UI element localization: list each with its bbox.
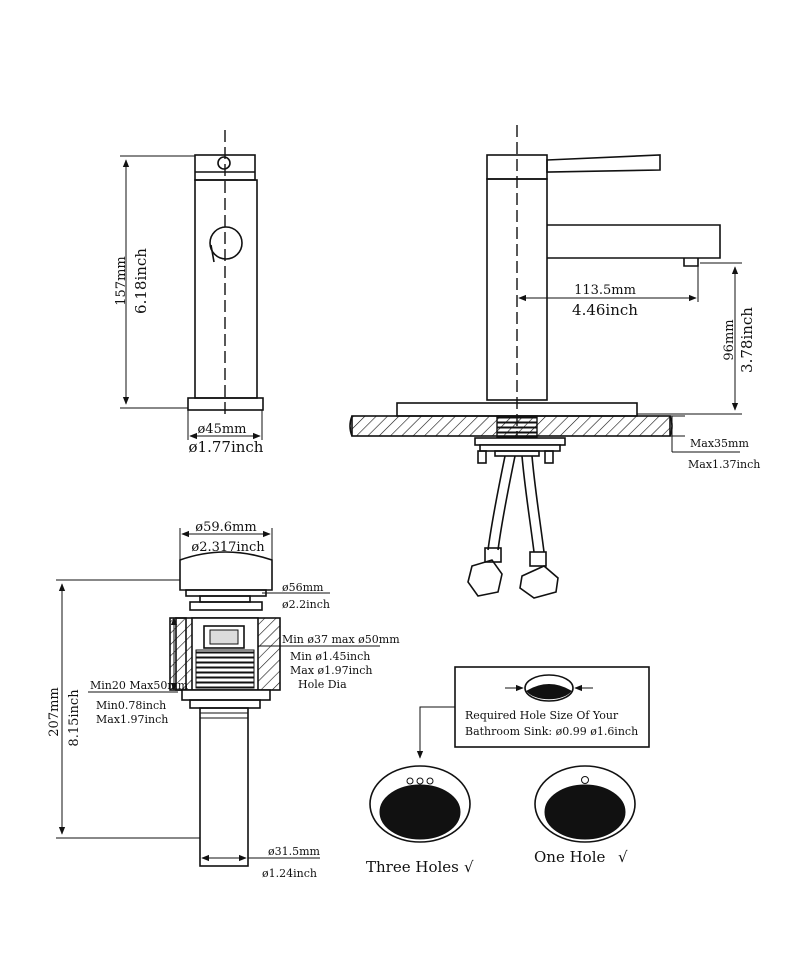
hole-size-note: Required Hole Size Of Your Bathroom Sink… — [416, 666, 650, 759]
base-diameter-inch-label: ø1.77inch — [189, 438, 264, 456]
thickness-mm-label: Min20 Max50mm — [90, 679, 189, 692]
drain-total-height-dimension: 207mm 8.15inch — [47, 579, 200, 839]
cap-diameter-mm-label: ø59.6mm — [195, 520, 256, 535]
cap-diameter-dimension: ø59.6mm ø2.317inch — [179, 520, 273, 560]
tail-diameter-inch-label: ø1.24inch — [262, 867, 317, 880]
hole-min-inch-label: Min ø1.45inch — [290, 650, 370, 663]
three-hole-sink: Three Holes √ — [366, 765, 474, 876]
hole-diameter-dimension: Min ø37 max ø50mm Min ø1.45inch Max ø1.9… — [258, 633, 400, 691]
hole-dia-label: Hole Dia — [298, 678, 347, 691]
flange-diameter-mm-label: ø56mm — [282, 581, 324, 594]
hole-range-mm-label: Min ø37 max ø50mm — [282, 633, 400, 646]
front-base-dimension: ø45mm ø1.77inch — [187, 410, 264, 456]
faucet-side-body — [486, 125, 721, 440]
pop-up-drain: ø59.6mm ø2.317inch ø56mm ø2.2inch Min ø3… — [47, 520, 400, 880]
deck-thickness-dimension: Max35mm Max1.37inch — [670, 415, 760, 471]
mounting-hardware — [474, 415, 566, 464]
drain-body-section — [169, 617, 281, 709]
basin-thickness-dimension: Min20 Max50mm Min0.78inch Max1.97inch — [88, 617, 189, 726]
base-diameter-mm-label: ø45mm — [197, 422, 246, 437]
three-holes-check-icon: √ — [464, 858, 474, 876]
drain-cap — [179, 551, 273, 611]
one-hole-label: One Hole — [534, 848, 606, 866]
three-holes-label: Three Holes — [366, 858, 459, 876]
drain-height-inch-label: 8.15inch — [67, 689, 82, 747]
spout-height-inch-label: 3.78inch — [738, 307, 756, 373]
cap-diameter-inch-label: ø2.317inch — [191, 540, 265, 555]
hole-note-line2: Bathroom Sink: ø0.99 ø1.6inch — [465, 725, 638, 738]
tailpiece — [199, 707, 249, 867]
front-view: 157mm 6.18inch ø45mm ø1.77inch — [114, 130, 264, 456]
hole-note-line1: Required Hole Size Of Your — [465, 709, 619, 722]
supply-hoses — [467, 455, 559, 599]
hole-max-inch-label: Max ø1.97inch — [290, 664, 372, 677]
reach-mm-label: 113.5mm — [574, 283, 636, 298]
thickness-max-inch-label: Max1.97inch — [96, 713, 168, 726]
tail-diameter-mm-label: ø31.5mm — [268, 845, 321, 858]
hole-symbol-icon — [505, 674, 593, 702]
spout-height-dimension: 96mm 3.78inch — [637, 262, 756, 415]
spout-height-mm-label: 96mm — [722, 319, 737, 360]
thickness-min-inch-label: Min0.78inch — [96, 699, 166, 712]
deck-max-mm-label: Max35mm — [690, 437, 749, 450]
reach-inch-label: 4.46inch — [572, 301, 638, 319]
front-height-inch-label: 6.18inch — [132, 248, 150, 314]
front-height-dimension: 157mm 6.18inch — [114, 155, 195, 409]
one-hole-check-icon: √ — [618, 848, 628, 866]
flange-diameter-dimension: ø56mm ø2.2inch — [262, 581, 330, 611]
faucet-front-body — [187, 130, 264, 415]
deck-max-inch-label: Max1.37inch — [688, 458, 760, 471]
one-hole-sink: One Hole √ — [534, 765, 636, 866]
drain-height-mm-label: 207mm — [47, 687, 62, 736]
reach-dimension: 113.5mm 4.46inch — [518, 266, 699, 319]
flange-diameter-inch-label: ø2.2inch — [282, 598, 330, 611]
front-height-mm-label: 157mm — [114, 256, 129, 305]
side-view: 113.5mm 4.46inch 96mm 3.78inch Max35mm M… — [349, 125, 760, 599]
tail-diameter-dimension: ø31.5mm ø1.24inch — [199, 845, 321, 880]
